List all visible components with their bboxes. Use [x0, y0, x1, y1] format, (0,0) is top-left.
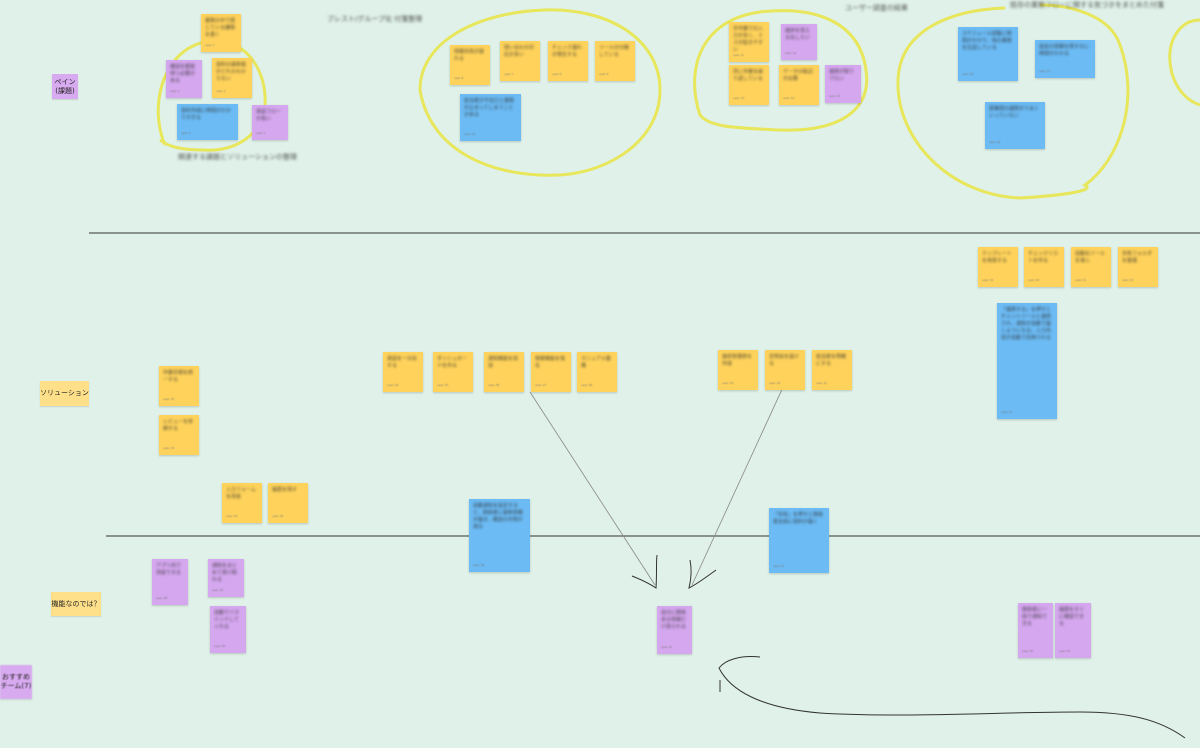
row-label-edge[interactable]: おすすめ チーム(7) [0, 665, 32, 699]
row-label-pain[interactable]: ペイン (課題) [52, 74, 78, 99]
caption-related: 関連する課題とソリューションの整理 [178, 153, 297, 161]
highlight-circle-2 [418, 8, 662, 177]
freehand-curve [718, 656, 1186, 739]
caption-brainstorm: ブレスト/グループ化 付箋整理 [327, 15, 423, 23]
arrow-line-left [529, 391, 656, 586]
arrowhead-left [631, 554, 658, 589]
row-label-solution[interactable]: ソリューション [40, 381, 89, 406]
arrowhead-right [688, 559, 717, 589]
caption-flow: 既存の業務フローに関する気づきをまとめた付箋 [1010, 1, 1164, 9]
sticky-note[interactable]: 「連携する」を押すとチャットツールと連携され、通知が自動で届くようになる。入力内… [997, 303, 1057, 419]
caption-research: ユーザー調査の結果 [845, 4, 908, 12]
row-label-feature[interactable]: 機能なのでは？ [51, 592, 101, 616]
highlight-circle-5 [1168, 18, 1200, 107]
